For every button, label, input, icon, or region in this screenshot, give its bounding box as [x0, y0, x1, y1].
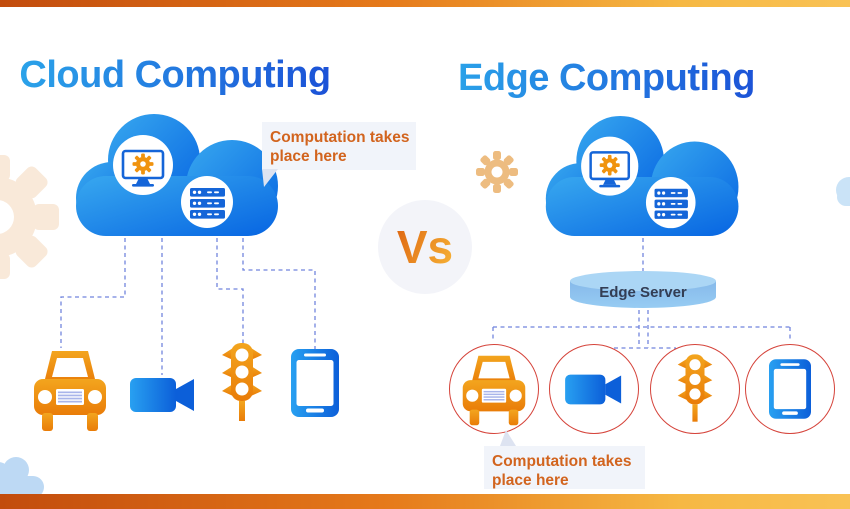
vs-badge: Vs: [378, 200, 472, 294]
callout-line-1: Computation takes: [492, 453, 632, 470]
smartphone-icon: [291, 349, 339, 417]
callout-line-2: place here: [270, 147, 347, 165]
computation-callout-edge: Computation takes place here: [484, 446, 645, 489]
server-rack-icon: [645, 176, 696, 229]
vs-label: Vs: [396, 221, 454, 273]
monitor-gear-icon: [113, 135, 173, 195]
device-circle-smartphone: [745, 344, 835, 434]
edge-computing-title: Edge Computing: [438, 52, 775, 105]
device-circle-car: [449, 344, 539, 434]
video-camera-icon: [130, 378, 194, 412]
gear-icon: [476, 151, 518, 193]
callout-line-1: Computation takes: [270, 129, 410, 146]
device-circle-traffic-light: [650, 344, 740, 434]
top-border-bar: [0, 0, 850, 7]
monitor-gear-icon: [581, 136, 639, 196]
edge-computing-cloud: [545, 115, 739, 237]
computation-callout-cloud: Computation takes place here: [262, 122, 416, 170]
server-rack-icon: [181, 176, 233, 228]
smartphone-icon: [769, 359, 811, 419]
edge-server-label: Edge Server: [599, 284, 687, 301]
edge-computing-title-text: Edge Computing: [458, 57, 755, 99]
video-camera-icon: [565, 374, 622, 405]
traffic-light-icon: [222, 343, 262, 421]
cloud-icon: [836, 177, 850, 206]
car-icon: [34, 351, 106, 431]
cloud-icon: [0, 457, 44, 498]
callout-tail: [262, 169, 278, 187]
device-circle-camera: [549, 344, 639, 434]
gear-icon: [0, 155, 59, 279]
callout-tail: [500, 430, 516, 446]
car-icon: [462, 355, 526, 426]
cloud-computing-title: Cloud Computing: [6, 49, 344, 102]
cloud-computing-cloud: [76, 114, 278, 236]
bottom-border-bar: [0, 494, 850, 509]
callout-line-2: place here: [492, 471, 569, 489]
edge-server-cylinder: [570, 271, 716, 308]
cloud-computing-title-text: Cloud Computing: [19, 54, 331, 96]
traffic-light-icon: [677, 354, 713, 422]
